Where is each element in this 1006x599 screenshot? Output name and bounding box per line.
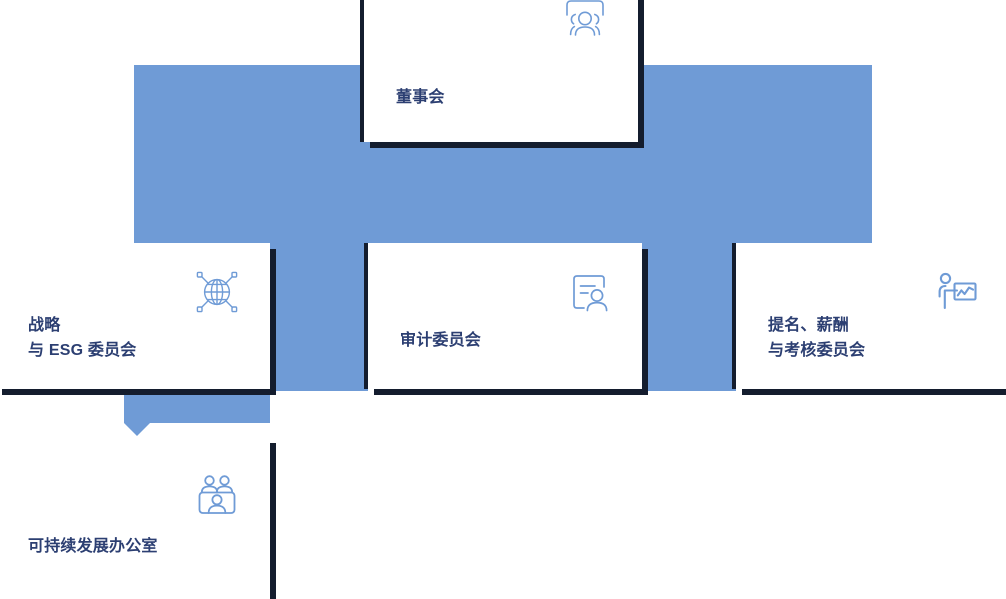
document-person-icon xyxy=(564,267,614,317)
connector-strategy-drop xyxy=(270,249,368,391)
connector-nomination-drop xyxy=(642,249,736,391)
board-of-directors-icon xyxy=(560,0,610,44)
node-label: 提名、薪酬 与考核委员会 xyxy=(768,317,866,359)
node-board-of-directors[interactable]: 董事会 xyxy=(364,0,638,142)
presenter-chart-icon xyxy=(932,267,982,317)
connector-right-branch xyxy=(736,206,872,249)
globe-network-icon xyxy=(192,267,242,317)
node-label: 董事会 xyxy=(396,89,445,106)
connector-sustainability-drop xyxy=(124,391,270,423)
team-group-icon xyxy=(192,471,242,521)
arrow-down-icon xyxy=(124,423,150,436)
node-nomination-committee[interactable]: 提名、薪酬 与考核委员会 xyxy=(736,243,1006,389)
node-label: 审计委员会 xyxy=(400,332,482,349)
node-label: 可持续发展办公室 xyxy=(28,538,158,555)
node-sustainability-office[interactable]: 可持续发展办公室 xyxy=(0,437,270,599)
node-audit-committee[interactable]: 审计委员会 xyxy=(368,243,642,389)
node-strategy-esg-committee[interactable]: 战略 与 ESG 委员会 xyxy=(0,243,270,389)
node-label: 战略 与 ESG 委员会 xyxy=(28,317,137,359)
